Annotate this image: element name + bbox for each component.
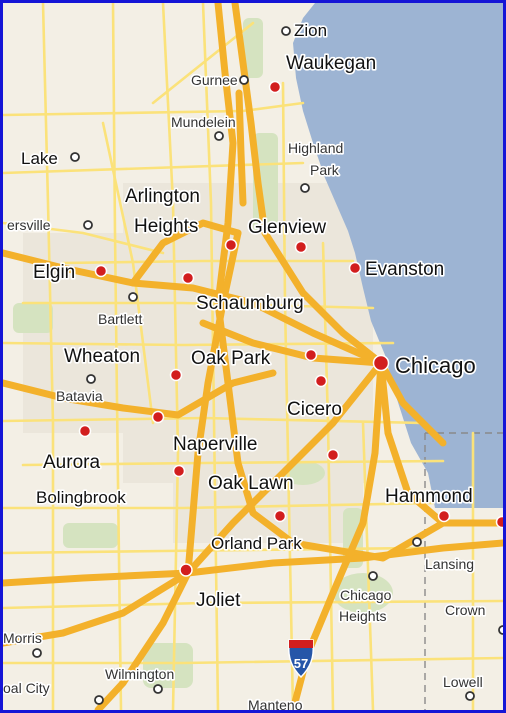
marker-wilmington[interactable]: [153, 684, 163, 694]
marker-mundelein[interactable]: [214, 131, 224, 141]
label-heights: Heights: [134, 216, 198, 237]
label-batavia: Batavia: [56, 388, 103, 404]
marker-manteno[interactable]: [268, 701, 278, 710]
label-hammond: Hammond: [385, 486, 473, 507]
label-arlington: Arlington: [125, 186, 200, 207]
marker-aurora[interactable]: [78, 424, 92, 438]
label-lowell: Lowell: [443, 674, 483, 690]
label-wheaton: Wheaton: [64, 346, 140, 367]
label-manteno: Manteno: [248, 697, 303, 710]
marker-chicago-heights[interactable]: [368, 571, 378, 581]
marker-lansing[interactable]: [412, 537, 422, 547]
marker-waukegan[interactable]: [268, 80, 282, 94]
label-aurora: Aurora: [43, 452, 100, 473]
marker-elgin[interactable]: [94, 264, 108, 278]
label-lake: Lake: [21, 149, 58, 168]
marker-glenview[interactable]: [294, 240, 308, 254]
label-zion: Zion: [294, 21, 327, 40]
label-glenview: Glenview: [248, 217, 326, 238]
city-markers-minor: [32, 26, 503, 710]
marker-morris[interactable]: [32, 648, 42, 658]
marker-chicago[interactable]: [372, 354, 390, 372]
label-chicago-heights-1: Chicago: [340, 587, 392, 603]
interstate-shield-label: 57: [294, 656, 308, 671]
marker-gurnee[interactable]: [239, 75, 249, 85]
marker-lake[interactable]: [70, 152, 80, 162]
marker-cicero[interactable]: [314, 374, 328, 388]
label-oak-park: Oak Park: [191, 348, 271, 369]
marker-evanston[interactable]: [348, 261, 362, 275]
lake-michigan: [293, 3, 503, 508]
label-cicero: Cicero: [287, 399, 342, 420]
marker-oak-park[interactable]: [304, 348, 318, 362]
marker-crown[interactable]: [498, 625, 503, 635]
marker-ersville[interactable]: [83, 220, 93, 230]
label-chicago-heights-2: Heights: [339, 608, 386, 624]
label-wilmington: Wilmington: [105, 666, 174, 682]
label-elgin: Elgin: [33, 262, 75, 283]
label-evanston: Evanston: [365, 259, 444, 280]
label-highland: Highland: [288, 140, 343, 156]
city-markers-major: [78, 80, 504, 577]
label-coal-city: oal City: [3, 680, 50, 696]
label-oak-lawn: Oak Lawn: [208, 473, 294, 494]
marker-bartlett[interactable]: [128, 292, 138, 302]
marker-hammond-east[interactable]: [495, 515, 504, 529]
label-orland-park: Orland Park: [211, 534, 302, 553]
city-labels: Zion Waukegan Gurnee Mundelein Highland …: [3, 19, 487, 710]
interstate-shield-icon: 57: [288, 639, 314, 679]
marker-zion[interactable]: [281, 26, 291, 36]
marker-bolingbrook[interactable]: [172, 464, 186, 478]
label-bartlett: Bartlett: [98, 311, 142, 327]
marker-oak-lawn[interactable]: [326, 448, 340, 462]
label-waukegan: Waukegan: [286, 53, 376, 74]
marker-joliet[interactable]: [179, 563, 193, 577]
marker-hammond[interactable]: [437, 509, 451, 523]
marker-coal-city[interactable]: [94, 695, 104, 705]
marker-wheaton[interactable]: [169, 368, 183, 382]
label-morris: Morris: [3, 630, 42, 646]
label-naperville: Naperville: [173, 434, 257, 455]
label-gurnee: Gurnee: [191, 72, 238, 88]
marker-highland-park[interactable]: [300, 183, 310, 193]
label-ersville: ersville: [7, 217, 51, 233]
label-park: Park: [310, 162, 340, 178]
label-crown: Crown: [445, 602, 485, 618]
map-canvas[interactable]: 57 Zion Waukegan Gurnee Mundelein Highla…: [3, 3, 503, 710]
label-joliet: Joliet: [196, 590, 241, 611]
label-schaumburg: Schaumburg: [196, 293, 304, 314]
label-chicago: Chicago: [395, 353, 476, 378]
marker-lowell[interactable]: [465, 691, 475, 701]
marker-arlington-heights[interactable]: [224, 238, 238, 252]
label-bolingbrook: Bolingbrook: [36, 488, 126, 507]
label-mundelein: Mundelein: [171, 114, 236, 130]
marker-schaumburg[interactable]: [181, 271, 195, 285]
label-lansing: Lansing: [425, 556, 474, 572]
marker-orland-park[interactable]: [273, 509, 287, 523]
marker-naperville[interactable]: [151, 410, 165, 424]
marker-batavia[interactable]: [86, 374, 96, 384]
